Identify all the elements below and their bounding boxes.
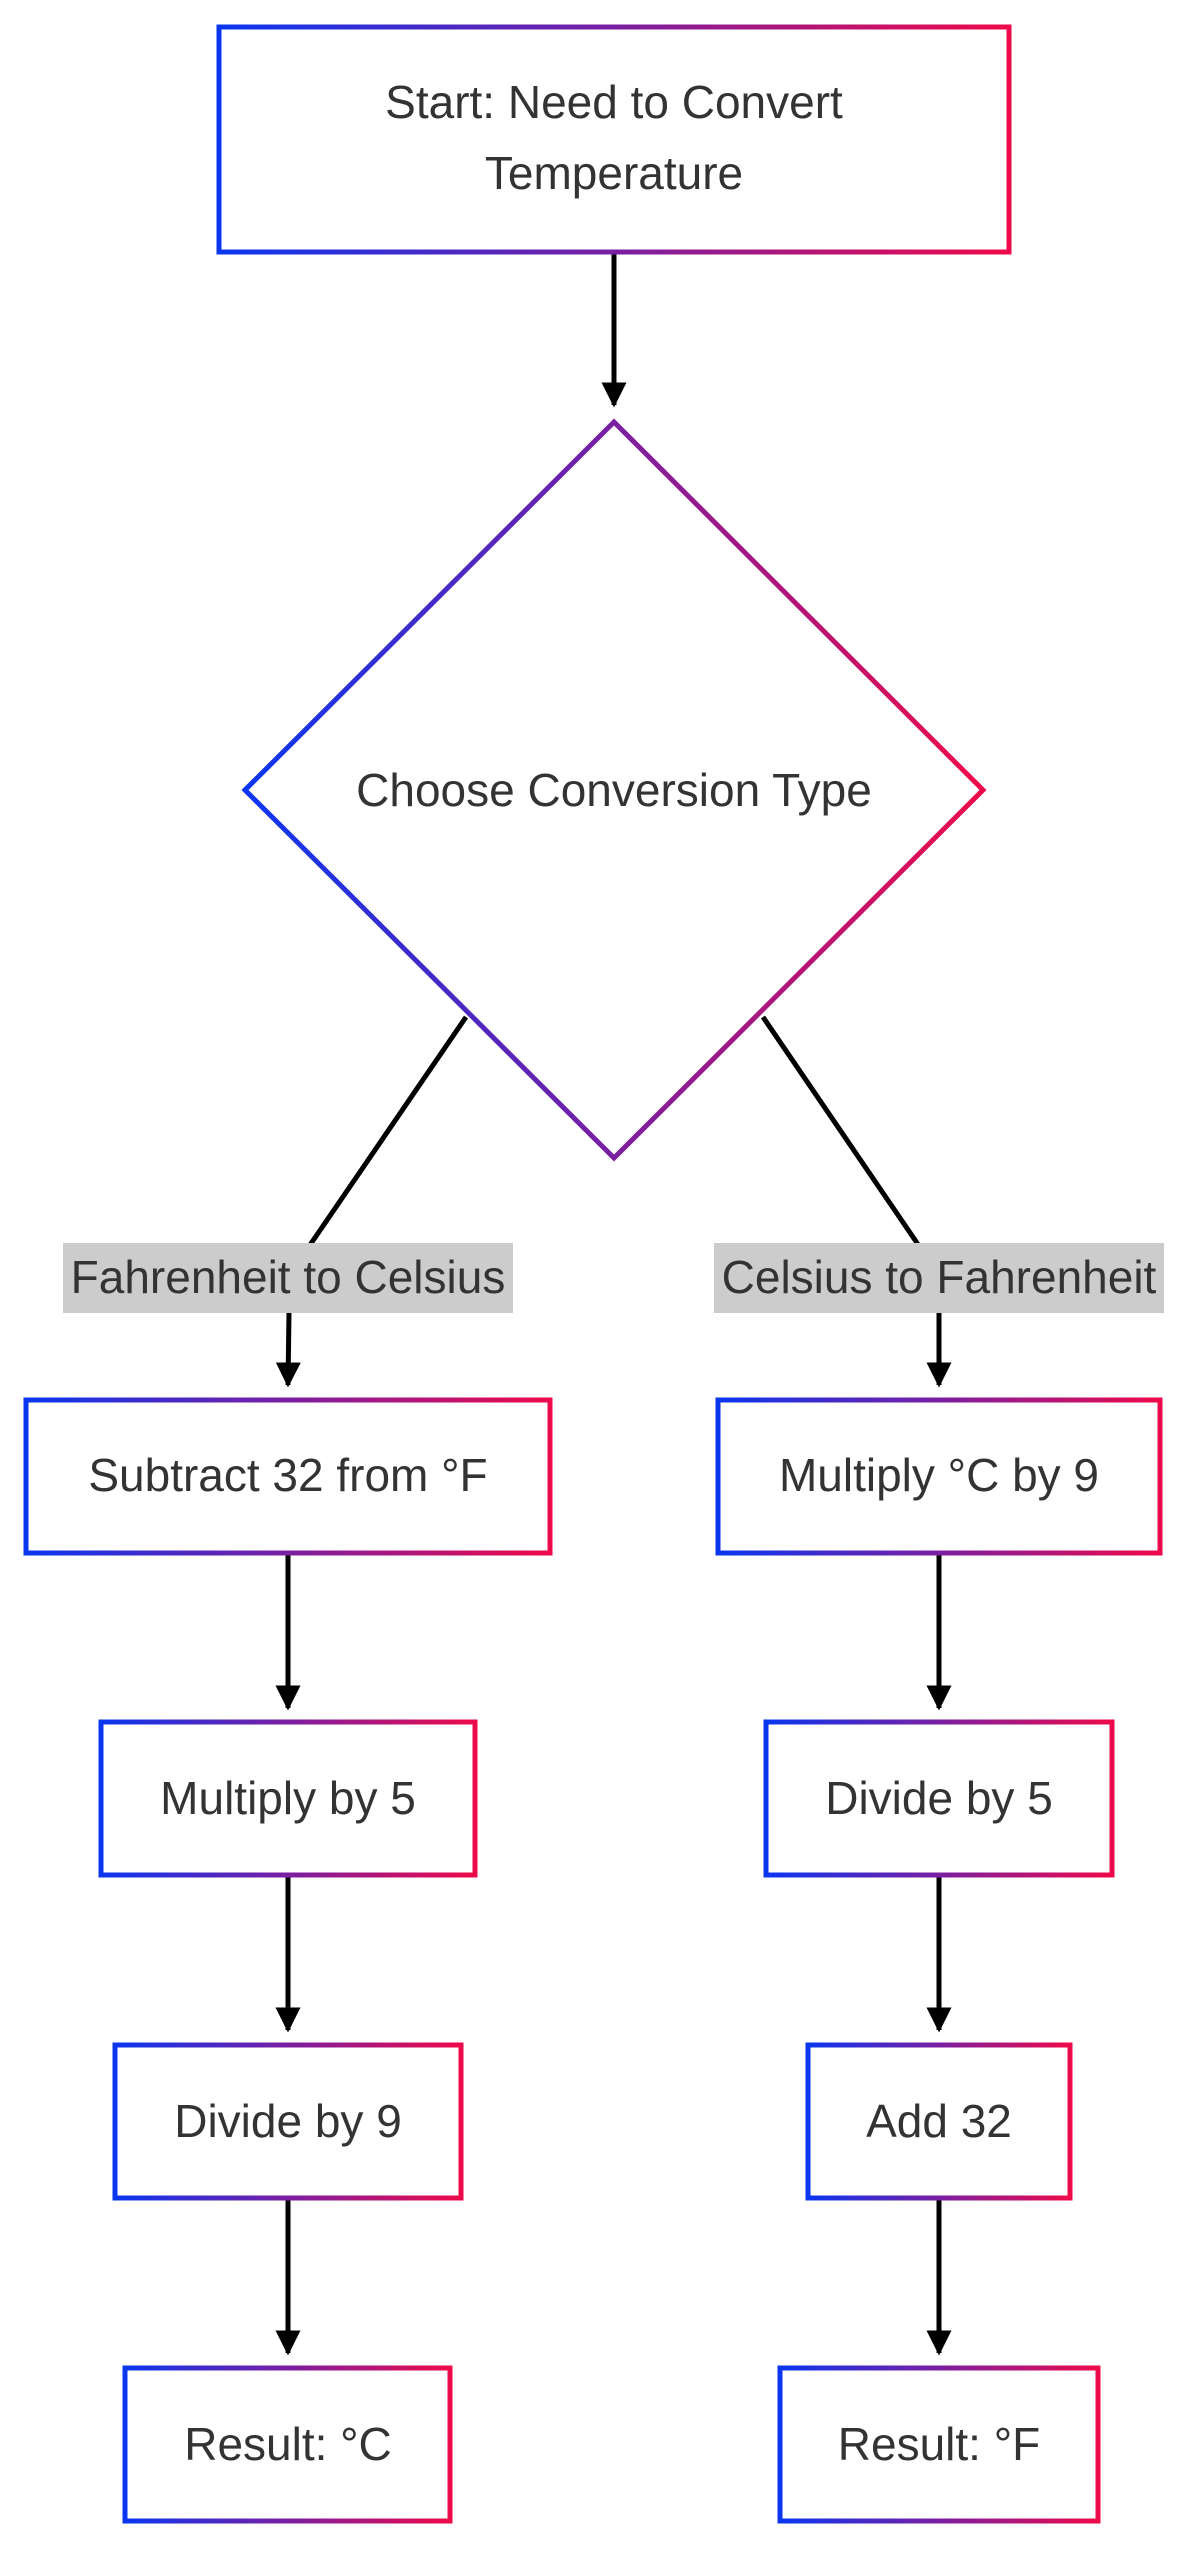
- node-divide-by-9: Divide by 9: [112, 2042, 464, 2201]
- node-multiply-by-9: Multiply °C by 9: [715, 1397, 1163, 1556]
- node-add-32-box: [805, 2042, 1073, 2201]
- node-divide-by-5-box: [763, 1719, 1115, 1878]
- node-divide-by-5-label: Divide by 5: [825, 1772, 1053, 1824]
- node-multiply-by-5-label: Multiply by 5: [160, 1772, 416, 1824]
- start-node-box: [216, 24, 1012, 255]
- node-result-fahrenheit: Result: °F: [777, 2365, 1101, 2524]
- decision-diamond: [241, 418, 987, 1162]
- decision-label: Choose Conversion Type: [356, 764, 872, 816]
- node-result-celsius-label: Result: °C: [184, 2418, 392, 2470]
- edge-label-fahrenheit-to-celsius: Fahrenheit to Celsius: [63, 1243, 513, 1313]
- node-multiply-by-9-box: [715, 1397, 1163, 1556]
- node-subtract-32-box: [23, 1397, 553, 1556]
- edge-label-left-bg: [63, 1243, 513, 1313]
- edge-label-celsius-to-fahrenheit: Celsius to Fahrenheit: [714, 1243, 1164, 1313]
- edge-label-right-text: Celsius to Fahrenheit: [722, 1251, 1157, 1303]
- node-divide-by-9-label: Divide by 9: [174, 2095, 402, 2147]
- node-result-fahrenheit-box: [777, 2365, 1101, 2524]
- edge-label-left-text: Fahrenheit to Celsius: [71, 1251, 506, 1303]
- start-node-label-line1: Start: Need to Convert: [385, 76, 843, 128]
- node-add-32: Add 32: [805, 2042, 1073, 2201]
- node-divide-by-5: Divide by 5: [763, 1719, 1115, 1878]
- edge-f2c-label-to-subtract: [275, 1311, 301, 1388]
- node-multiply-by-5: Multiply by 5: [98, 1719, 478, 1878]
- edge-label-right-bg: [714, 1243, 1164, 1313]
- node-result-celsius-box: [122, 2365, 453, 2524]
- node-result-celsius: Result: °C: [122, 2365, 453, 2524]
- node-subtract-32-label: Subtract 32 from °F: [88, 1449, 487, 1501]
- node-subtract-32: Subtract 32 from °F: [23, 1397, 553, 1556]
- decision-node: Choose Conversion Type: [241, 418, 987, 1162]
- node-divide-by-9-box: [112, 2042, 464, 2201]
- node-multiply-by-9-label: Multiply °C by 9: [779, 1449, 1099, 1501]
- edge-decision-to-c2f: [760, 1015, 941, 1277]
- start-node-label-line2: Temperature: [485, 147, 743, 199]
- node-add-32-label: Add 32: [866, 2095, 1012, 2147]
- node-result-fahrenheit-label: Result: °F: [838, 2418, 1040, 2470]
- node-multiply-by-5-box: [98, 1719, 478, 1878]
- edge-decision-to-f2c: [287, 1015, 469, 1277]
- start-node: Start: Need to Convert Temperature: [216, 24, 1012, 255]
